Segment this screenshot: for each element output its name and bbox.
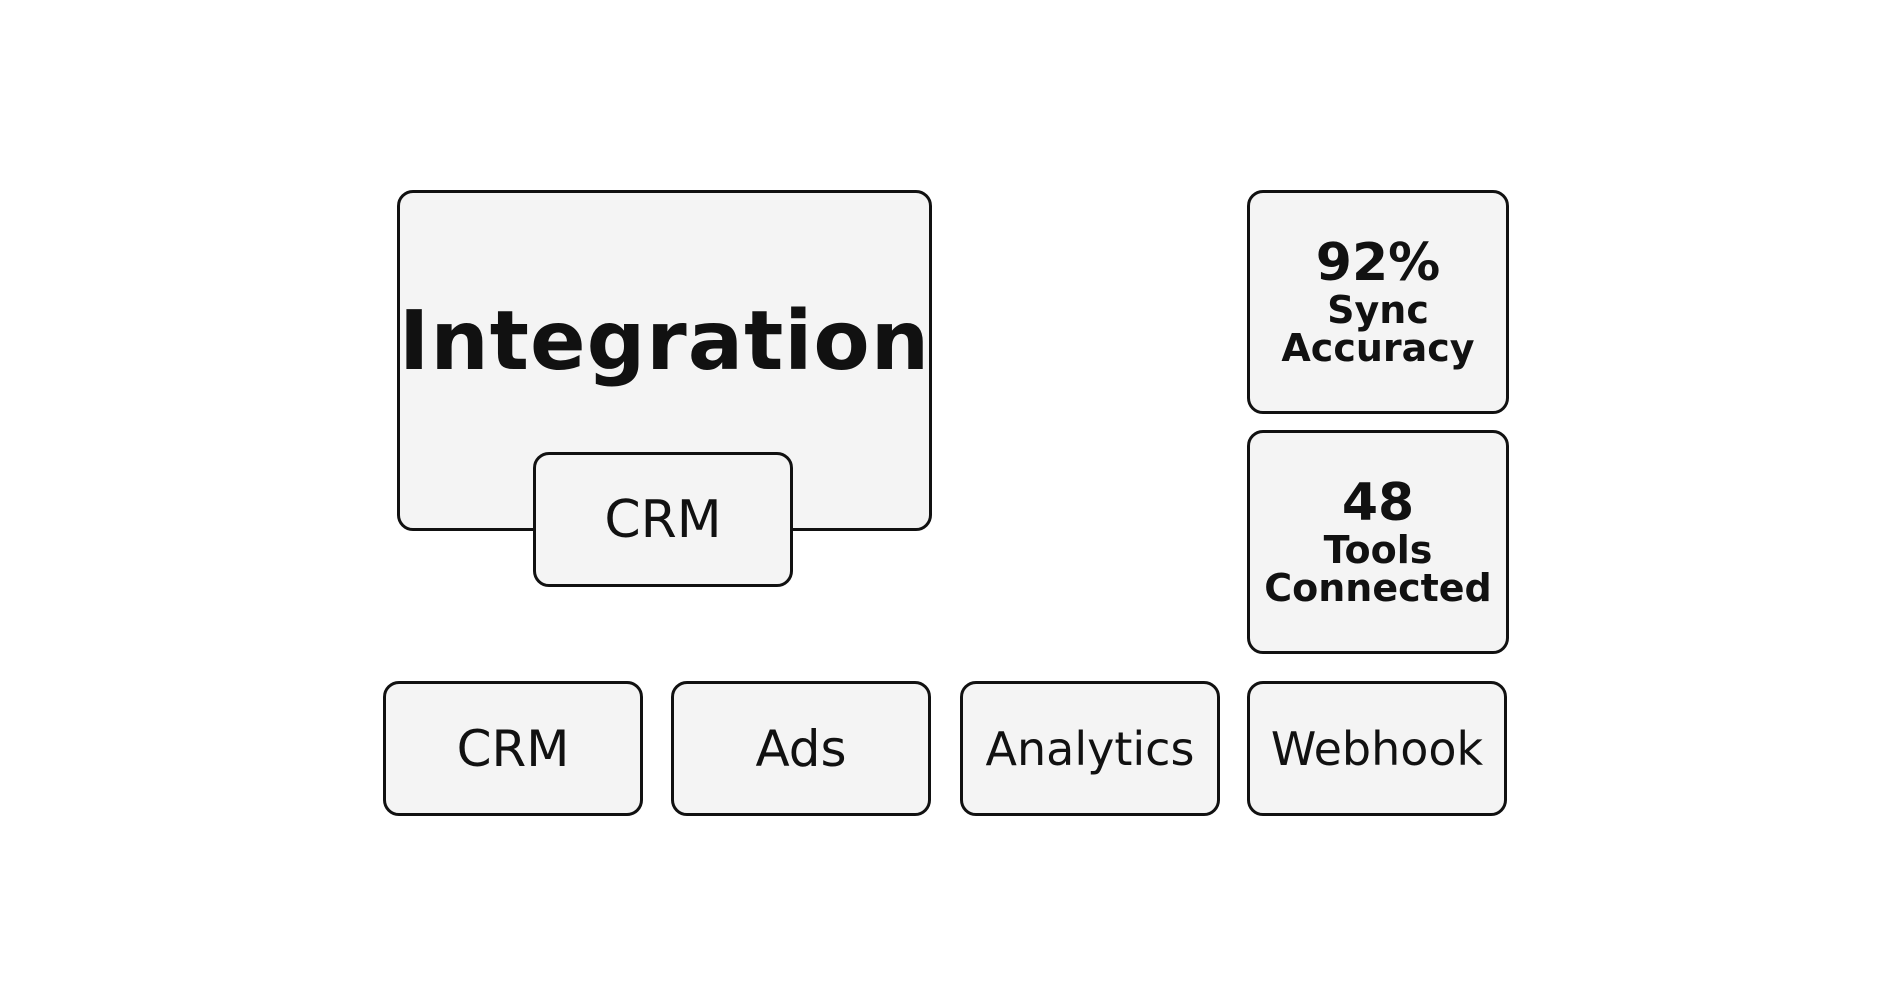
- tool-analytics: Analytics: [960, 681, 1220, 816]
- tool-ads: Ads: [671, 681, 931, 816]
- sync-accuracy-label: Sync Accuracy: [1281, 287, 1475, 371]
- integration-crm-tag: CRM: [533, 452, 793, 587]
- tools-connected-card: 48 Tools Connected: [1247, 430, 1509, 654]
- integration-title: Integration: [398, 294, 931, 389]
- tools-connected-label: Tools Connected: [1264, 527, 1492, 611]
- sync-accuracy-value: 92%: [1315, 232, 1441, 293]
- sync-accuracy-card: 92% Sync Accuracy: [1247, 190, 1509, 414]
- tool-webhook: Webhook: [1247, 681, 1507, 816]
- tools-connected-value: 48: [1341, 472, 1415, 533]
- tool-crm: CRM: [383, 681, 643, 816]
